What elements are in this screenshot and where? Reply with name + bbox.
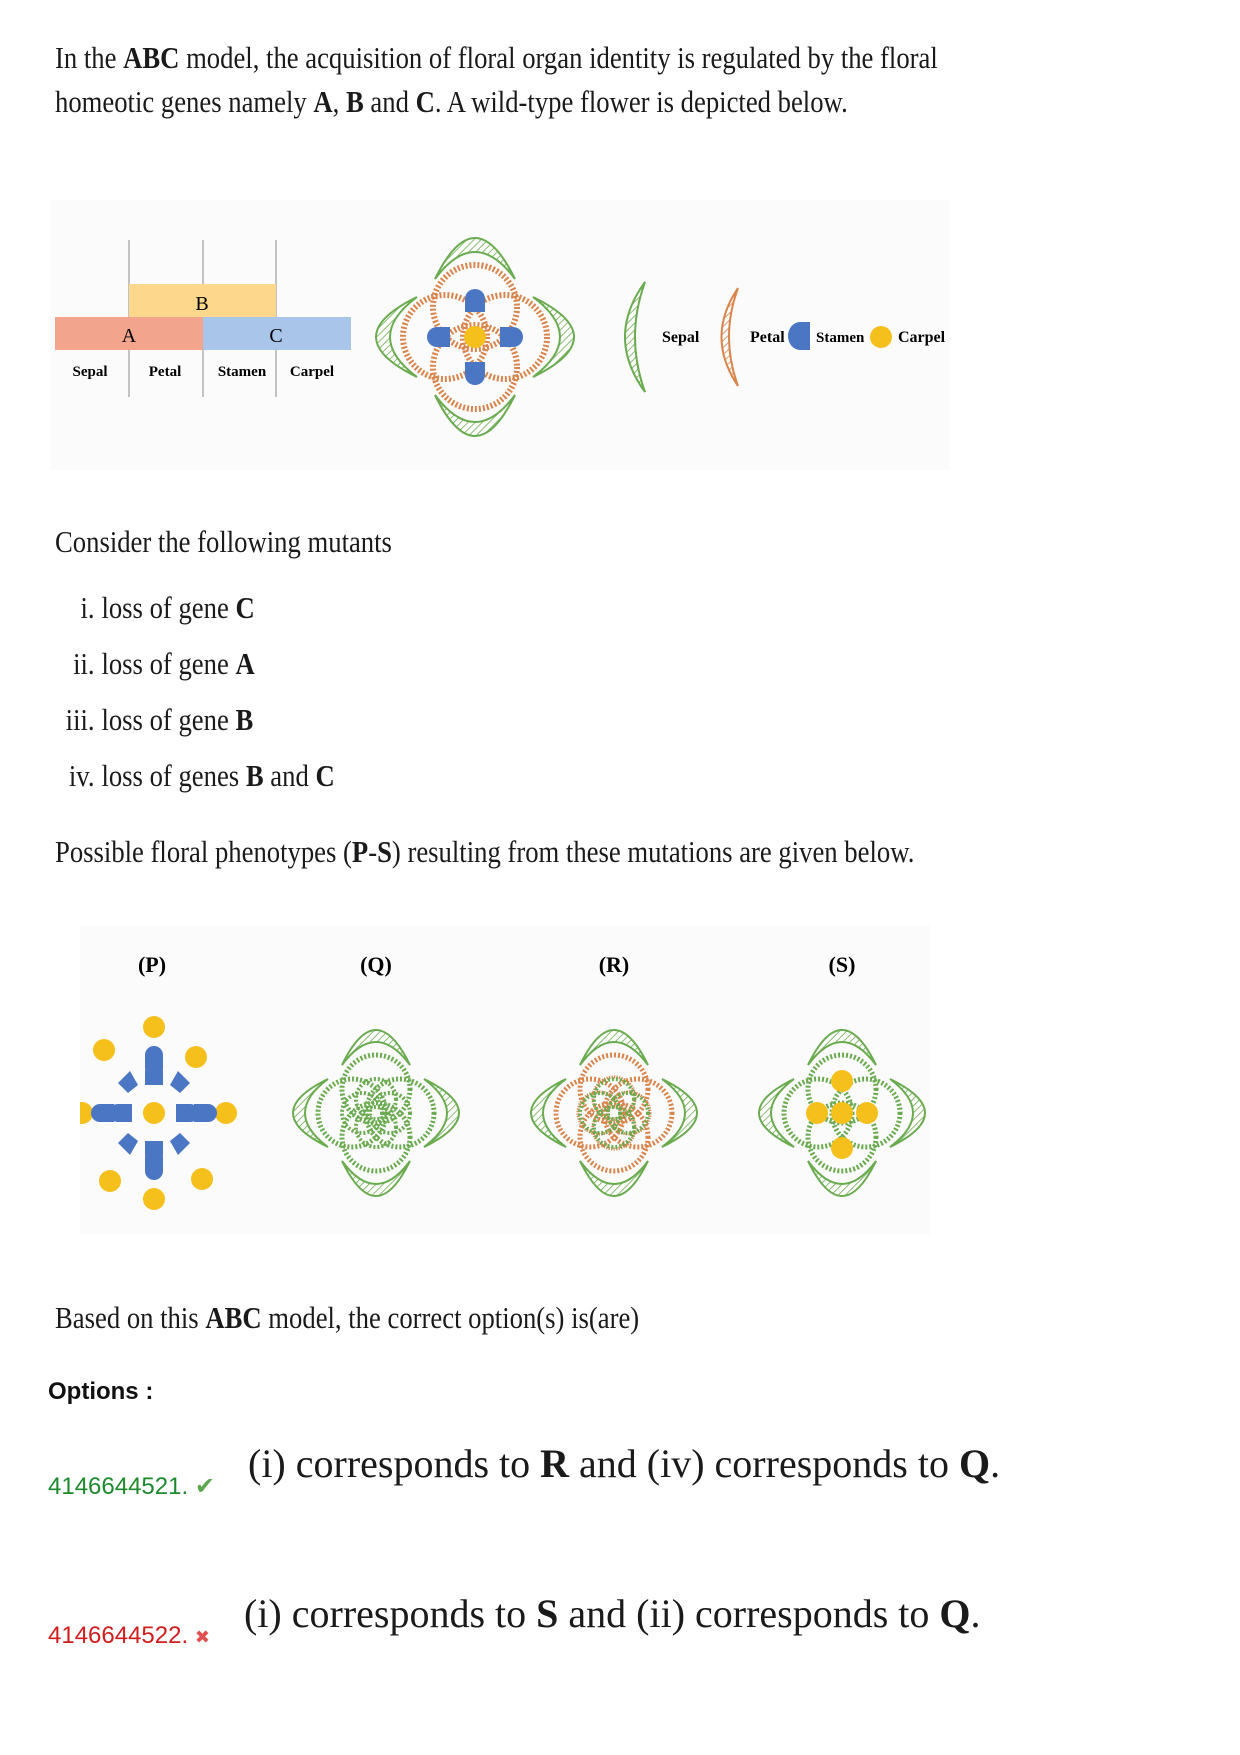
check-icon: ✔ (194, 1473, 215, 1500)
phenotype-label-s: (S) (829, 952, 856, 977)
legend-stamen-label: Stamen (816, 330, 865, 346)
petal-shape (430, 322, 520, 412)
gene-c-bar (203, 317, 351, 350)
option-2-id: 4146644522. ✖ (48, 1622, 210, 1649)
intro-line-1: In the ABC model, the acquisition of flo… (55, 40, 938, 75)
sepal-shape (375, 296, 418, 378)
whorl-label-carpel: Carpel (290, 364, 334, 380)
phenotype-label-q: (Q) (360, 952, 392, 977)
whorl-label-sepal: Sepal (72, 364, 107, 380)
options-heading: Options : (48, 1378, 154, 1405)
legend-petal-label: Petal (750, 329, 785, 346)
sepal-shape (434, 237, 516, 280)
legend-stamen-icon (788, 322, 810, 350)
gene-c-label: C (269, 325, 282, 347)
question-intro: In the ABC model, the acquisition of flo… (55, 36, 938, 124)
legend-sepal-icon (624, 281, 646, 393)
mutant-item: ii.loss of gene A (73, 646, 255, 681)
whorl-label-petal: Petal (149, 364, 181, 380)
legend-carpel-label: Carpel (898, 329, 946, 346)
mutant-item: i.loss of gene C (80, 590, 255, 625)
stamen-shape (465, 289, 485, 312)
legend-carpel-icon (870, 326, 892, 348)
phenotype-label-p: (P) (138, 952, 166, 977)
gene-a-label: A (122, 325, 137, 347)
gene-b-label: B (195, 293, 208, 315)
gene-b-bar (129, 284, 276, 317)
cross-icon: ✖ (194, 1627, 210, 1647)
option-2-text: (i) corresponds to S and (ii) correspond… (244, 1591, 981, 1636)
whorl-label-stamen: Stamen (218, 364, 267, 380)
phenotypes-figure: (P) (Q) (R) (S) (80, 925, 930, 1235)
based-line: Based on this ABC model, the correct opt… (55, 1300, 640, 1335)
phenotypes-line: Possible floral phenotypes (P-S) resulti… (55, 834, 915, 869)
abc-bar-chart: B A C Sepal Petal Stamen Carpel (55, 240, 351, 397)
option-1-id: 4146644521. ✔ (48, 1473, 215, 1500)
sepal-shape (532, 296, 575, 378)
mutant-item: iv.loss of genes B and C (68, 758, 335, 793)
option-1[interactable]: 4146644521. ✔ (i) corresponds to R and (… (48, 1440, 1198, 1510)
abc-model-figure: B A C Sepal Petal Stamen Carpel Sepal Pe… (50, 200, 950, 470)
mutant-list: i.loss of gene C ii.loss of gene A iii.l… (55, 590, 380, 814)
mutant-item: iii.loss of gene B (65, 702, 254, 737)
phenotype-label-r: (R) (599, 952, 630, 977)
wild-type-flower (375, 237, 575, 437)
petal-shape (460, 292, 550, 382)
carpel-shape (464, 326, 486, 348)
intro-line-2: homeotic genes namely A, B and C. A wild… (55, 84, 848, 119)
petal-shape (400, 292, 490, 382)
option-2[interactable]: 4146644522. ✖ (i) corresponds to S and (… (48, 1590, 1198, 1660)
sepal-shape (434, 394, 516, 437)
phenotype-s-flower (758, 1029, 926, 1197)
option-1-text: (i) corresponds to R and (iv) correspond… (248, 1441, 1001, 1486)
legend-sepal-label: Sepal (662, 329, 700, 346)
stamen-shape (500, 327, 523, 347)
organ-legend: Sepal Petal Stamen Carpel (624, 281, 946, 393)
gene-a-bar (55, 317, 203, 350)
stamen-shape (465, 362, 485, 385)
petal-shape (430, 262, 520, 352)
phenotype-p-flower (80, 1016, 237, 1210)
consider-heading: Consider the following mutants (55, 524, 392, 559)
legend-petal-icon (720, 287, 739, 387)
stamen-shape (427, 327, 450, 347)
